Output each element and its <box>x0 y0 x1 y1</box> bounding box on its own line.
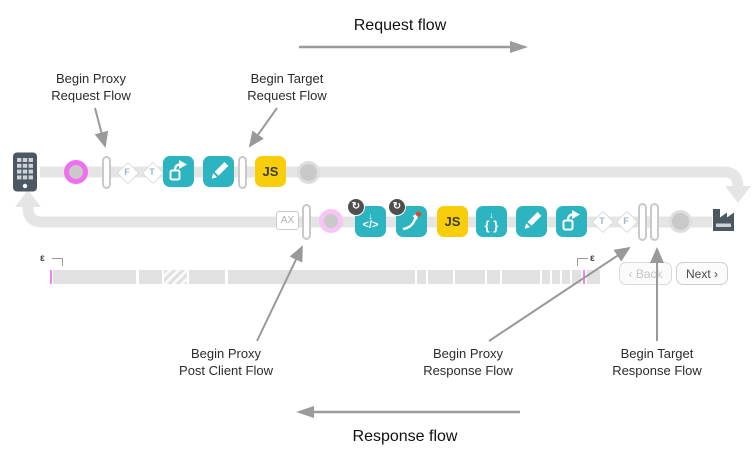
label-begin-proxy-response-flow: Begin Proxy Response Flow <box>393 345 543 379</box>
begin-proxy-response-flow-marker[interactable] <box>638 203 647 241</box>
forward-policy-icon-response[interactable] <box>556 206 587 237</box>
timeline-segment[interactable] <box>428 270 453 284</box>
request-endpoint-dot[interactable] <box>297 160 320 184</box>
timeline-segment[interactable] <box>164 270 187 284</box>
begin-target-response-flow-marker[interactable] <box>650 203 659 241</box>
client-device-icon[interactable] <box>12 152 38 192</box>
label-line: Begin Proxy <box>55 71 127 86</box>
timeline-segment[interactable] <box>455 270 485 284</box>
timeline-segment[interactable] <box>587 270 600 284</box>
label-line: Request Flow <box>247 88 327 103</box>
timeline-segment[interactable] <box>189 270 225 284</box>
condition-false-diamond-response[interactable]: F <box>614 209 638 233</box>
timeline-segment[interactable] <box>417 270 426 284</box>
code-glyph: </> <box>362 219 379 231</box>
condition-label: F <box>124 167 130 177</box>
elapsed-time-epsilon-left: ε <box>40 253 45 264</box>
code-policy-icon[interactable]: ↻ ↓ </> <box>347 198 386 237</box>
label-line: Begin Target <box>620 346 694 361</box>
extract-variables-policy-icon[interactable]: ↓ { } <box>476 206 507 237</box>
label-begin-proxy-request-flow: Begin Proxy Request Flow <box>16 70 166 104</box>
javascript-policy-icon-response[interactable]: JS <box>437 206 468 237</box>
condition-false-diamond-request[interactable]: F <box>115 160 139 184</box>
condition-label: T <box>599 216 605 226</box>
label-line: Response Flow <box>612 363 702 378</box>
elapsed-time-epsilon-right: ε <box>590 253 595 264</box>
label-line: Response Flow <box>423 363 513 378</box>
js-label: JS <box>444 214 461 229</box>
down-arrow-icon: ↓ <box>368 211 373 221</box>
response-endpoint-dot[interactable] <box>669 209 692 233</box>
timeline-segment[interactable] <box>572 270 581 284</box>
timeline-segment[interactable] <box>53 270 136 284</box>
retry-badge-icon: ↻ <box>388 198 406 216</box>
ax-label: AX <box>280 215 295 226</box>
js-label: JS <box>262 164 279 179</box>
begin-target-request-flow-marker[interactable] <box>238 156 247 189</box>
target-server-icon[interactable] <box>710 204 740 234</box>
request-pipe-arrowhead <box>725 186 751 203</box>
label-line: Request Flow <box>51 88 131 103</box>
response-pipe-arrowhead <box>15 190 41 207</box>
proxy-request-start-marker[interactable] <box>64 160 88 184</box>
timeline-segment[interactable] <box>542 270 550 284</box>
label-begin-proxy-post-client-flow: Begin Proxy Post Client Flow <box>151 345 301 379</box>
timeline-segment[interactable] <box>487 270 500 284</box>
timeline-segment[interactable] <box>502 270 540 284</box>
elapsed-bracket-left <box>52 258 63 266</box>
next-button[interactable]: Next › <box>676 262 728 285</box>
label-line: Begin Target <box>250 71 324 86</box>
braces-glyph: { } <box>484 218 499 233</box>
curved-arrow-icon <box>402 211 422 231</box>
analytics-marker[interactable]: AX <box>276 211 299 230</box>
retry-badge-icon: ↻ <box>347 198 365 216</box>
timeline-segment[interactable] <box>552 270 560 284</box>
timeline-segment[interactable] <box>228 270 415 284</box>
edit-policy-icon-response[interactable] <box>516 206 547 237</box>
begin-proxy-post-client-flow-marker[interactable] <box>302 204 311 240</box>
javascript-policy-icon[interactable]: JS <box>255 156 286 187</box>
down-arrow-icon: ↓ <box>489 210 494 220</box>
edit-policy-icon[interactable] <box>203 156 234 187</box>
condition-label: T <box>149 167 155 177</box>
back-button[interactable]: ‹ Back <box>619 262 672 285</box>
timeline-segment[interactable] <box>139 270 162 284</box>
condition-true-diamond-response[interactable]: T <box>590 209 614 233</box>
response-pipe <box>22 206 712 228</box>
begin-proxy-request-flow-marker[interactable] <box>102 156 111 189</box>
label-line: Begin Proxy <box>432 346 504 361</box>
trace-timeline-bar[interactable] <box>48 270 602 284</box>
timeline-transition-marker[interactable] <box>50 270 52 284</box>
timeline-segment[interactable] <box>562 270 570 284</box>
label-line: Post Client Flow <box>179 363 273 378</box>
label-begin-target-response-flow: Begin Target Response Flow <box>582 345 732 379</box>
request-flow-title: Request flow <box>353 17 447 34</box>
forward-policy-icon[interactable] <box>163 156 194 187</box>
response-flow-title: Response flow <box>352 428 458 445</box>
label-begin-target-request-flow: Begin Target Request Flow <box>212 70 362 104</box>
share-arrow-icon <box>169 160 187 181</box>
condition-label: F <box>623 216 629 226</box>
elapsed-bracket-right <box>577 258 588 266</box>
response-start-marker[interactable] <box>319 209 343 233</box>
pencil-icon <box>524 211 542 229</box>
pencil-icon <box>211 161 229 179</box>
condition-true-diamond-request[interactable]: T <box>140 160 164 184</box>
route-policy-icon[interactable]: ↻ <box>388 198 427 237</box>
label-line: Begin Proxy <box>190 346 262 361</box>
share-arrow-icon <box>562 210 580 231</box>
timeline-transition-marker[interactable] <box>583 270 585 284</box>
